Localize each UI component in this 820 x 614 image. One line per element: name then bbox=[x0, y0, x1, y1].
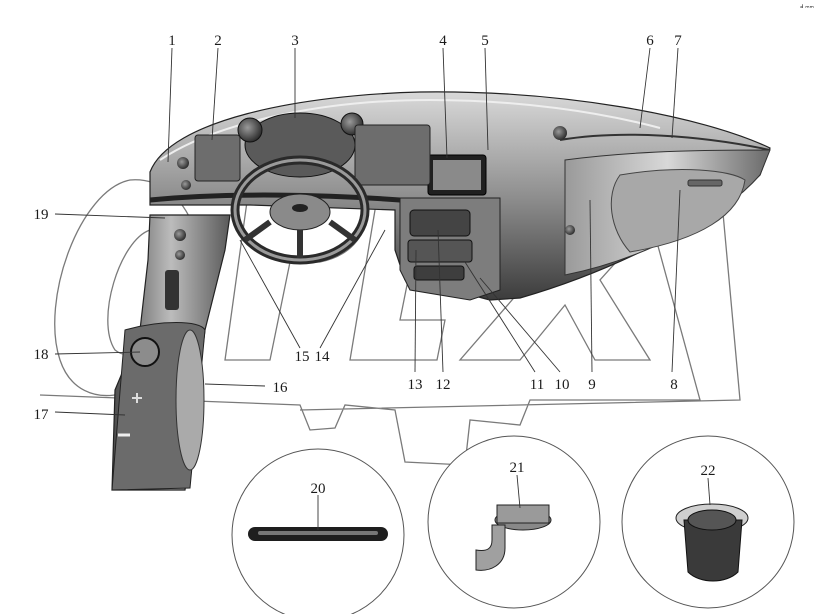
callout-15: 15 bbox=[295, 349, 310, 365]
callout-4: 4 bbox=[439, 33, 447, 49]
callout-9: 9 bbox=[588, 377, 596, 393]
callout-17: 17 bbox=[34, 407, 50, 423]
callout-18: 18 bbox=[34, 347, 49, 363]
callout-21: 21 bbox=[510, 460, 525, 476]
detail-20-circle bbox=[231, 448, 405, 614]
callout-16: 16 bbox=[273, 380, 289, 396]
callout-11: 11 bbox=[530, 377, 544, 393]
callout-labels: 1 2 3 4 5 6 7 8 9 10 11 12 13 14 15 16 1… bbox=[34, 33, 716, 497]
callout-3: 3 bbox=[291, 33, 299, 49]
callout-13: 13 bbox=[408, 377, 423, 393]
callout-6: 6 bbox=[646, 33, 654, 49]
detail-21-circle bbox=[427, 435, 601, 609]
callout-1: 1 bbox=[168, 33, 176, 49]
callout-12: 12 bbox=[436, 377, 451, 393]
callout-20: 20 bbox=[311, 481, 326, 497]
callout-19: 19 bbox=[34, 207, 49, 223]
corner-mark: ⅎ ₘₘ bbox=[799, 3, 814, 10]
callout-8: 8 bbox=[670, 377, 678, 393]
leader-lines bbox=[54, 47, 711, 530]
callout-2: 2 bbox=[214, 33, 222, 49]
detail-22-circle bbox=[621, 435, 795, 609]
dashboard-body bbox=[149, 91, 771, 301]
callout-14: 14 bbox=[315, 349, 331, 365]
callout-5: 5 bbox=[481, 33, 489, 49]
callout-10: 10 bbox=[555, 377, 570, 393]
callout-7: 7 bbox=[674, 33, 682, 49]
steering-wheel bbox=[230, 155, 370, 265]
callout-22: 22 bbox=[701, 463, 716, 479]
left-side-panel bbox=[111, 214, 231, 491]
